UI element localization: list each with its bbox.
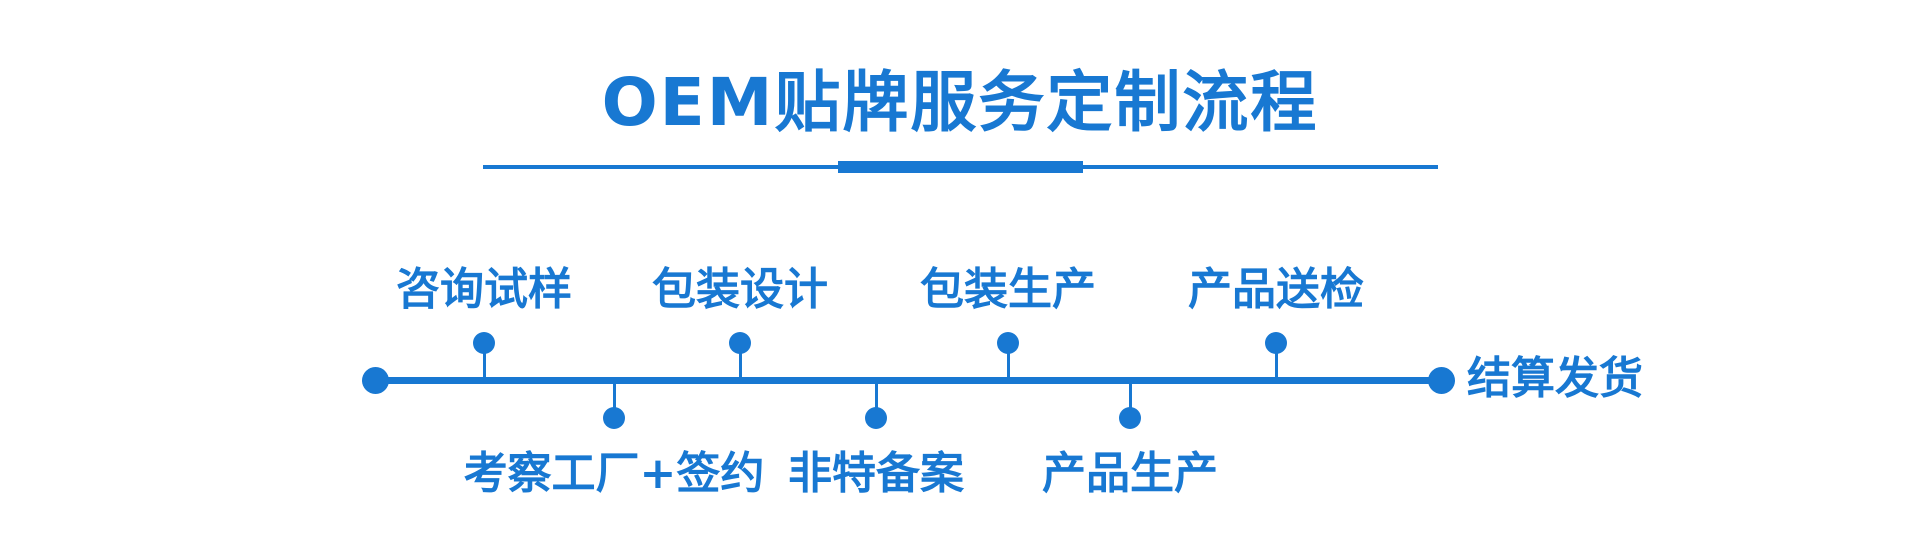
node-connector	[738, 342, 742, 380]
node-connector	[1128, 380, 1132, 418]
timeline-start-dot	[362, 367, 389, 394]
node-dot	[473, 332, 495, 354]
timeline-end-dot	[1428, 367, 1455, 394]
step-label: 包装生产	[920, 264, 1096, 315]
node-connector	[874, 380, 878, 418]
step-label: 非特备案	[788, 448, 964, 499]
step-label: 考察工厂+签约	[463, 448, 765, 499]
node-dot	[1119, 407, 1141, 429]
step-label: 咨询试样	[396, 264, 572, 315]
node-connector	[482, 342, 486, 380]
node-connector	[612, 380, 616, 418]
timeline-axis	[375, 377, 1441, 384]
node-connector	[1006, 342, 1010, 380]
timeline-end-step-label: 结算发货	[1467, 353, 1643, 404]
node-dot	[1265, 332, 1287, 354]
node-connector	[1274, 342, 1278, 380]
title-divider-accent-bar	[838, 161, 1083, 173]
node-dot	[603, 407, 625, 429]
step-label: 产品生产	[1042, 448, 1218, 499]
step-label: 产品送检	[1188, 264, 1364, 315]
node-dot	[997, 332, 1019, 354]
page-title: OEM贴牌服务定制流程	[601, 64, 1319, 141]
node-dot	[729, 332, 751, 354]
node-dot	[865, 407, 887, 429]
step-label: 包装设计	[652, 264, 828, 315]
